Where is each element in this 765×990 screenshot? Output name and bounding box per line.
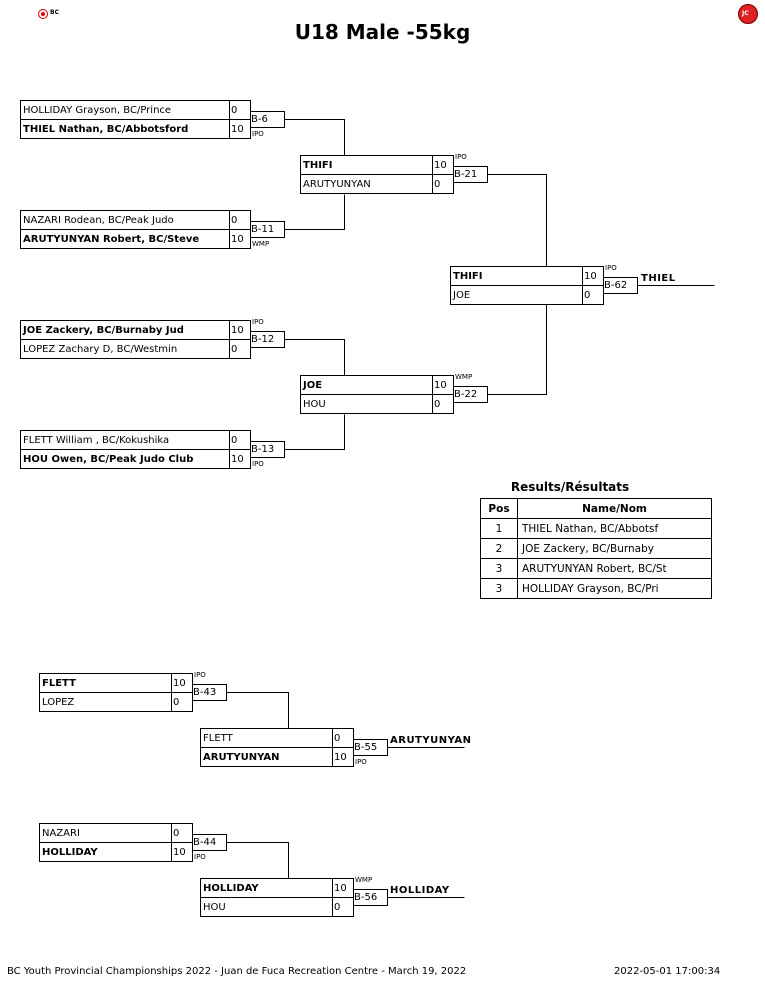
left-logo-text: BC [50,9,59,16]
pos-cell: 1 [480,518,518,539]
results-title: Results/Résultats [510,480,630,494]
competitor-slot: THIEL Nathan, BC/Abbotsford [23,124,189,135]
competitor-slot: JOE Zackery, BC/Burnaby Jud [23,325,184,336]
score: 10 [334,883,347,894]
competitor-slot: THIFI [453,271,483,282]
competitor-slot: HOLLIDAY [203,883,259,894]
competitor-slot: HOU Owen, BC/Peak Judo Club [23,454,194,465]
judo-canada-logo: JC [738,4,758,24]
score: 0 [231,344,238,355]
score: 10 [231,234,244,245]
competitor-slot: HOLLIDAY Grayson, BC/Prince [23,105,172,116]
score: 0 [434,179,441,190]
event-footer: BC Youth Provincial Championships 2022 -… [7,966,467,977]
competitor-slot: ARUTYUNYAN [203,752,280,763]
pos-cell: 3 [480,578,518,599]
score: 0 [231,215,238,226]
score: 10 [231,325,244,336]
win-type: IPO [194,671,206,679]
winner-name: ARUTYUNYAN [390,735,472,746]
score: 0 [173,828,180,839]
page-title: U18 Male -55kg [294,20,471,44]
match-label: B-21 [454,169,478,180]
right-logo-text: JC [742,10,749,17]
match-label: B-11 [251,224,275,235]
score: 0 [584,290,591,301]
score: 0 [334,733,341,744]
competitor-slot: THIFI [303,160,333,171]
winner-name: HOLLIDAY [390,885,450,896]
winner-name: THIEL [641,273,676,284]
win-type: WMP [252,240,270,248]
name-header: Name/Nom [517,498,712,519]
score: 0 [334,902,341,913]
win-type: IPO [252,130,264,138]
results-header-row: Pos Name/Nom [480,498,712,519]
judo-bc-logo [38,9,48,19]
match-label: B-6 [251,114,268,125]
name-cell: THIEL Nathan, BC/Abbotsf [517,518,712,539]
competitor-slot: LOPEZ Zachary D, BC/Westmin [23,344,178,355]
name-cell: ARUTYUNYAN Robert, BC/St [517,558,712,579]
match-label: B-62 [604,280,628,291]
match-label: B-44 [193,837,217,848]
match-label: B-22 [454,389,478,400]
competitor-slot: FLETT [42,678,76,689]
competitor-slot: JOE [303,380,323,391]
pos-cell: 3 [480,558,518,579]
score: 10 [231,454,244,465]
score: 0 [434,399,441,410]
competitor-slot: HOU [203,902,226,913]
score: 10 [231,124,244,135]
score: 0 [173,697,180,708]
name-cell: JOE Zackery, BC/Burnaby [517,538,712,559]
score: 0 [231,435,238,446]
competitor-slot: NAZARI Rodean, BC/Peak Judo [23,215,174,226]
competitor-slot: ARUTYUNYAN [303,179,371,190]
competitor-slot: FLETT [203,733,233,744]
competitor-slot: HOLLIDAY [42,847,98,858]
score: 10 [584,271,597,282]
match-label: B-56 [354,892,378,903]
win-type: IPO [252,460,264,468]
score: 0 [231,105,238,116]
match-label: B-12 [251,334,275,345]
win-type: WMP [355,876,373,884]
win-type: IPO [355,758,367,766]
competitor-slot: ARUTYUNYAN Robert, BC/Steve [23,234,200,245]
score: 10 [173,847,186,858]
print-timestamp: 2022-05-01 17:00:34 [614,966,721,977]
win-type: IPO [605,264,617,272]
pos-cell: 2 [480,538,518,559]
win-type: IPO [252,318,264,326]
name-cell: HOLLIDAY Grayson, BC/Pri [517,578,712,599]
competitor-slot: NAZARI [42,828,80,839]
competitor-slot: FLETT William , BC/Kokushika [23,435,170,446]
win-type: IPO [194,853,206,861]
win-type: WMP [455,373,473,381]
score: 10 [434,380,447,391]
win-type: IPO [455,153,467,161]
score: 10 [434,160,447,171]
competitor-slot: LOPEZ [42,697,75,708]
competitor-slot: HOU [303,399,326,410]
competitor-slot: JOE [453,290,471,301]
match-label: B-13 [251,444,275,455]
score: 10 [173,678,186,689]
match-label: B-43 [193,687,217,698]
score: 10 [334,752,347,763]
match-label: B-55 [354,742,378,753]
pos-header: Pos [480,498,518,519]
